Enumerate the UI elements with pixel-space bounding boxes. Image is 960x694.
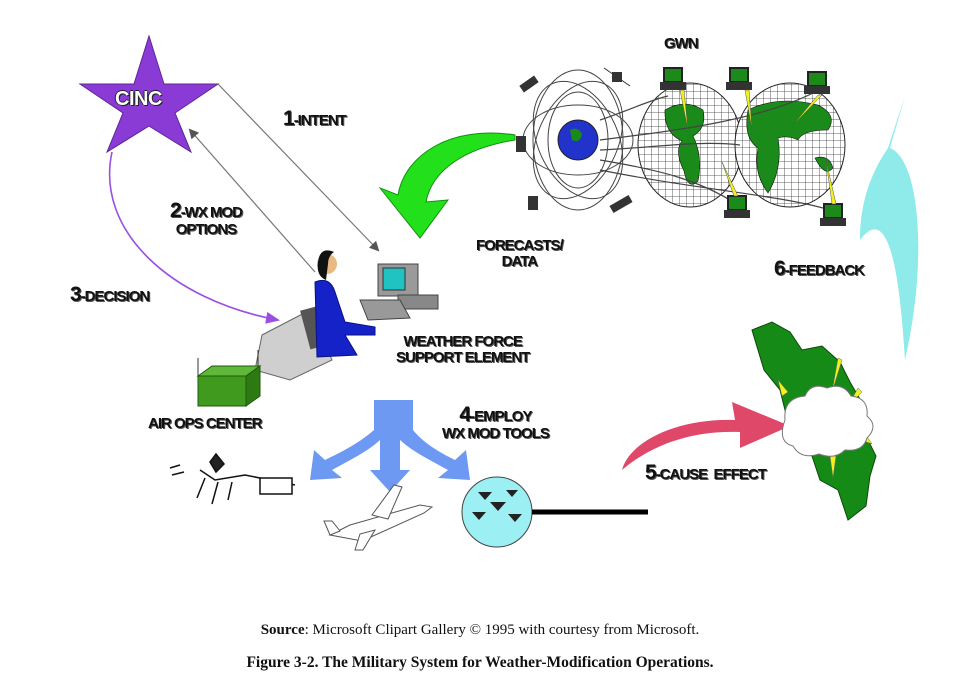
ground-generator-icon — [169, 452, 296, 505]
employ-arrow — [310, 400, 470, 492]
cinc-label: CINC — [115, 88, 162, 110]
figure-caption: Figure 3-2. The Military System for Weat… — [246, 654, 714, 671]
weather-force-support-element-label: WEATHER FORCE SUPPORT ELEMENT — [396, 333, 530, 366]
world-map-icon — [637, 82, 846, 208]
forecasts-data-label: FORECASTS/ DATA — [476, 237, 564, 270]
forecast-arrow — [378, 132, 516, 239]
source-caption: Source: Microsoft Clipart Gallery © 1995… — [260, 622, 700, 638]
decision-arrow — [108, 151, 280, 324]
air-ops-center-icon — [196, 350, 262, 407]
air-ops-center-label: AIR OPS CENTER — [148, 415, 263, 432]
options-arrow — [188, 128, 316, 273]
cinc-star-icon — [78, 34, 220, 154]
intent-arrow — [217, 83, 380, 252]
satellite-icon — [516, 67, 633, 213]
step-3-decision-label: 3-DECISION — [70, 283, 150, 306]
storm-cloud-icon — [781, 385, 874, 457]
step-5-cause-effect-label: 5-CAUSE EFFECT — [645, 461, 767, 484]
aircraft-icon — [323, 484, 434, 551]
step-2-options-label: 2-WX MOD OPTIONS — [170, 199, 243, 239]
feedback-arrow — [860, 96, 919, 360]
step-6-feedback-label: 6-FEEDBACK — [774, 257, 865, 280]
step-1-intent-label: 1-INTENT — [283, 107, 347, 130]
cause-arrow — [622, 402, 790, 470]
gwn-label: GWN — [664, 35, 699, 52]
computer-terminal-icon — [660, 67, 846, 226]
signal-beam-icon — [679, 89, 837, 205]
weather-force-operator-icon — [254, 250, 439, 381]
stealth-aircraft-icon — [472, 490, 522, 522]
step-4-employ-label: 4-EMPLOY WX MOD TOOLS — [442, 403, 550, 443]
